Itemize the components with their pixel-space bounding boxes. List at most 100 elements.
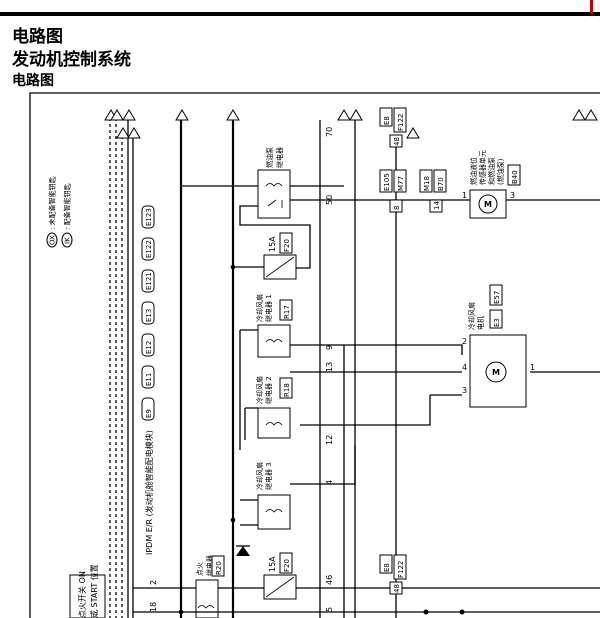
top-rule [0, 12, 600, 16]
svg-text:电机: 电机 [476, 316, 485, 330]
svg-text:和燃油泵: 和燃油泵 [487, 157, 496, 185]
ipdm-pin-2: 2 [149, 580, 158, 585]
svg-text:M: M [484, 200, 492, 209]
ipdm-connector-box [141, 301, 155, 325]
ipdm-connector-box [141, 365, 155, 389]
fuse-top-rating: 15A [268, 236, 277, 252]
svg-text:1: 1 [530, 363, 535, 372]
fuse-bottom: 15A F20 [263, 552, 297, 600]
svg-text:14: 14 [433, 201, 441, 210]
svg-text:M18: M18 [423, 176, 431, 191]
fan-relay-3: 冷却风扇 继电器 3 [240, 445, 356, 530]
top-red-marker [590, 0, 593, 14]
wire-9: 9 [325, 345, 334, 350]
svg-text:冷却风扇: 冷却风扇 [255, 294, 264, 322]
fuel-pump-motor: M 燃油液位 传感器单元 和燃油泵 (燃油泵) B40 1 3 [462, 150, 521, 219]
connector-mid: E105 M77 8 M18 B70 14 [379, 169, 447, 213]
svg-text:E3: E3 [493, 318, 501, 327]
svg-text:F122: F122 [397, 114, 405, 131]
left-bus-lines [109, 118, 235, 618]
ignition-note: 点火开关 ON 或 START 位置 [69, 564, 106, 618]
ipdm-connector-box [141, 269, 155, 293]
page-title: 电路图 [12, 27, 63, 47]
ipdm-connector-box [141, 205, 155, 229]
ipdm-connector-label: E9 [145, 409, 153, 418]
svg-text:B40: B40 [511, 170, 519, 184]
svg-text:燃油液位: 燃油液位 [469, 157, 478, 185]
ipdm-connector-box [141, 237, 155, 261]
svg-text:E8: E8 [383, 116, 391, 125]
ipdm-connector-label: E121 [145, 272, 153, 290]
legend: OX : 未配备智能钥匙 IK : 配备智能钥匙 [46, 176, 73, 248]
legend-ik-symbol: IK [64, 237, 72, 244]
svg-text:1: 1 [462, 191, 467, 200]
svg-text:48: 48 [393, 584, 401, 593]
ipdm-connector-box [141, 333, 155, 357]
svg-text:M: M [492, 368, 500, 377]
svg-text:点火: 点火 [196, 562, 204, 576]
svg-text:继电器 3: 继电器 3 [264, 462, 273, 490]
svg-text:3: 3 [462, 386, 467, 395]
wire-4: 4 [325, 480, 334, 485]
wire-12: 12 [325, 435, 334, 445]
svg-text:E8: E8 [383, 563, 391, 572]
svg-text:F122: F122 [397, 561, 405, 578]
junctions [133, 517, 600, 615]
legend-ik-text: : 配备智能钥匙 [63, 183, 72, 230]
fuel-pump-relay-label-1: 燃油泵 [265, 147, 274, 168]
svg-text:冷却风扇: 冷却风扇 [467, 302, 476, 330]
ipdm-connector-label: E123 [145, 208, 153, 226]
ipdm-block: IPDM E/R (发动机舱智能配电模块) E9E11E12E13E121E12… [133, 205, 600, 612]
svg-text:继电器 2: 继电器 2 [264, 376, 273, 404]
bus-arrow-heads [104, 109, 598, 139]
svg-text:3: 3 [510, 191, 515, 200]
diode [236, 545, 250, 556]
ipdm-connector-label: E13 [145, 309, 153, 322]
svg-text:B70: B70 [437, 177, 445, 191]
ipdm-label: IPDM E/R (发动机舱智能配电模块) [144, 430, 154, 555]
svg-text:继电器: 继电器 [205, 555, 214, 576]
svg-text:48: 48 [393, 137, 401, 146]
svg-text:E105: E105 [383, 173, 391, 191]
ignition-text-2: 或 START 位置 [89, 564, 99, 618]
wire-46: 46 [325, 575, 334, 585]
fan-relay-2: 冷却风扇 继电器 2 R18 [244, 371, 462, 440]
svg-text:2: 2 [462, 337, 467, 346]
svg-text:冷却风扇: 冷却风扇 [255, 376, 264, 404]
ipdm-connector-box [141, 397, 155, 421]
wire-13: 13 [325, 362, 334, 372]
svg-text:E57: E57 [493, 291, 501, 304]
wire-50: 50 [325, 195, 334, 205]
fan-motor: M 冷却风扇 电机 E57 E3 2 4 3 1 [462, 284, 535, 408]
page-subtitle: 发动机控制系统 [12, 50, 131, 70]
ignition-relay: 点火 继电器 R20 [195, 555, 225, 618]
fan-relay-2-id: R18 [283, 383, 291, 397]
fan-relay-1: 冷却风扇 继电器 1 R17 [239, 294, 463, 450]
fuel-pump-relay-label-2: 继电器 [275, 147, 284, 168]
fuel-pump-relay: 燃油泵 继电器 [181, 147, 600, 269]
connector-bottom: E8 F122 48 [379, 554, 407, 595]
diagram-frame [29, 92, 600, 618]
svg-text:4: 4 [462, 363, 467, 372]
wire-70: 70 [325, 127, 334, 137]
connector-top: E8 F122 48 [379, 107, 407, 618]
svg-text:15A: 15A [268, 556, 277, 572]
svg-text:(燃油泵): (燃油泵) [496, 158, 505, 185]
ipdm-connector-label: E122 [145, 240, 153, 258]
ipdm-pin-18: 18 [149, 602, 158, 612]
svg-text:F20: F20 [283, 559, 291, 572]
svg-text:8: 8 [393, 206, 401, 210]
legend-ox-text: : 未配备智能钥匙 [48, 176, 57, 230]
ignition-text-1: 点火开关 ON [77, 571, 87, 618]
section-title: 电路图 [12, 73, 54, 89]
fuse-top: 15A F20 [230, 232, 297, 280]
svg-text:继电器 1: 继电器 1 [264, 294, 273, 322]
wire-5: 5 [325, 607, 334, 612]
ipdm-connector-label: E12 [145, 341, 153, 354]
fan-motor-wiring: 70 50 9 13 12 4 46 5 [300, 120, 600, 618]
svg-text:冷却风扇: 冷却风扇 [255, 462, 264, 490]
svg-text:R20: R20 [215, 561, 223, 575]
fuse-top-id: F20 [283, 239, 291, 252]
svg-text:传感器单元: 传感器单元 [478, 150, 487, 185]
